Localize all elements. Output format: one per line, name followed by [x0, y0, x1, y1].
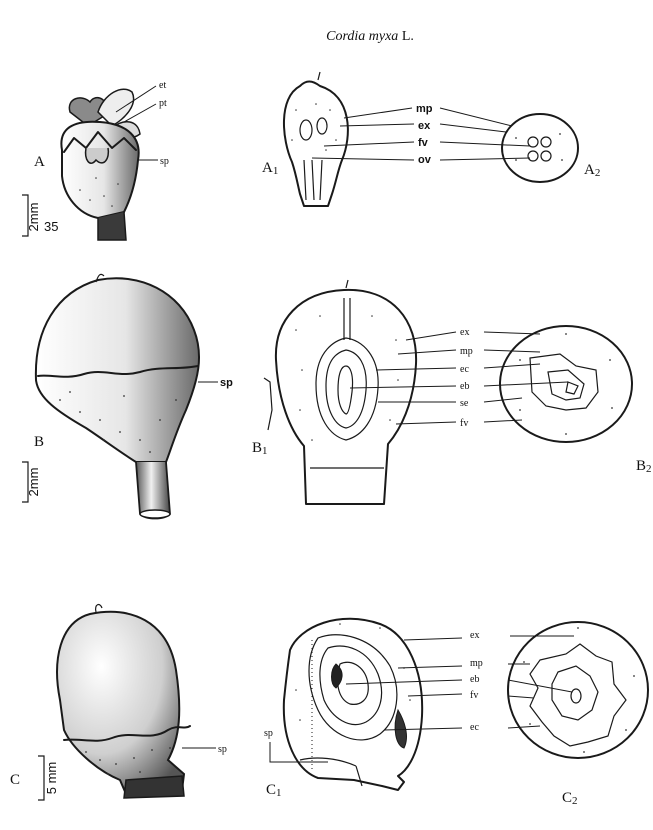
b1-sub: 1: [262, 445, 268, 457]
a2-sub: 2: [595, 167, 601, 179]
label-ex-a: ex: [418, 120, 431, 132]
leader-sp-c1: [270, 742, 328, 762]
label-fv-c: fv: [470, 690, 478, 701]
figure-label-b1: B1: [252, 440, 268, 457]
figure-label-c1: C1: [266, 782, 282, 799]
label-ex-b: ex: [460, 327, 469, 338]
scale-bar-a: 2mm 35: [22, 195, 58, 236]
label-fv-a: fv: [418, 137, 429, 149]
author-abbrev: L.: [398, 29, 414, 44]
b2-sub: 2: [646, 463, 652, 475]
species-name: Cordia myxa: [326, 29, 398, 44]
scale-bar-b: 2mm: [22, 462, 41, 502]
figure-b1-longitudinal-section: [264, 280, 416, 504]
label-se-b: se: [460, 398, 469, 409]
label-sp-c1: sp: [264, 728, 273, 739]
figure-label-a1: A1: [262, 160, 278, 177]
label-eb-b: eb: [460, 381, 469, 392]
figure-c1-longitudinal-section: [284, 619, 422, 790]
scale-a-text: 2mm: [26, 203, 41, 232]
figure-label-a2: A2: [584, 162, 600, 179]
plate-title: Cordia myxa L.: [326, 29, 414, 44]
figure-label-b: B: [34, 434, 44, 450]
b1-letter: B: [252, 440, 262, 456]
label-sp-a: sp: [160, 156, 169, 167]
figure-label-b2: B2: [636, 458, 652, 475]
label-mp-c: mp: [470, 658, 483, 669]
figure-label-c2: C2: [562, 790, 578, 807]
leaders-b: [350, 332, 568, 424]
stage-number: 35: [44, 219, 58, 234]
c2-letter: C: [562, 790, 572, 806]
c1-sub: 1: [276, 787, 282, 799]
figure-a2-cross-section: [502, 114, 578, 182]
scale-bar-c: 5 mm: [38, 756, 59, 800]
figure-b-fruit: [36, 274, 199, 518]
label-ov-a: ov: [418, 154, 432, 166]
leaders-c: [346, 636, 574, 730]
label-et: et: [159, 80, 166, 91]
label-sp-b: sp: [220, 377, 233, 389]
figure-label-c: C: [10, 772, 20, 788]
scale-b-text: 2mm: [26, 468, 41, 497]
label-ec-b: ec: [460, 364, 469, 375]
label-pt: pt: [159, 98, 167, 109]
figure-c-mature-fruit: [57, 605, 190, 798]
label-mp-b: mp: [460, 346, 473, 357]
figure-a-young-fruit: [61, 89, 140, 240]
c1-letter: C: [266, 782, 276, 798]
label-mp-a: mp: [416, 103, 433, 115]
c2-sub: 2: [572, 795, 578, 807]
label-ex-c: ex: [470, 630, 479, 641]
scale-c-text: 5 mm: [44, 762, 59, 795]
figure-label-a: A: [34, 154, 45, 170]
a2-letter: A: [584, 162, 595, 178]
label-ec-c: ec: [470, 722, 479, 733]
b2-letter: B: [636, 458, 646, 474]
figure-a1-longitudinal-section: [284, 72, 348, 206]
label-fv-b: fv: [460, 418, 468, 429]
label-eb-c: eb: [470, 674, 479, 685]
a1-letter: A: [262, 160, 273, 176]
label-sp-c: sp: [218, 744, 227, 755]
a1-sub: 1: [273, 165, 279, 177]
figure-c2-cross-section: [508, 622, 648, 758]
